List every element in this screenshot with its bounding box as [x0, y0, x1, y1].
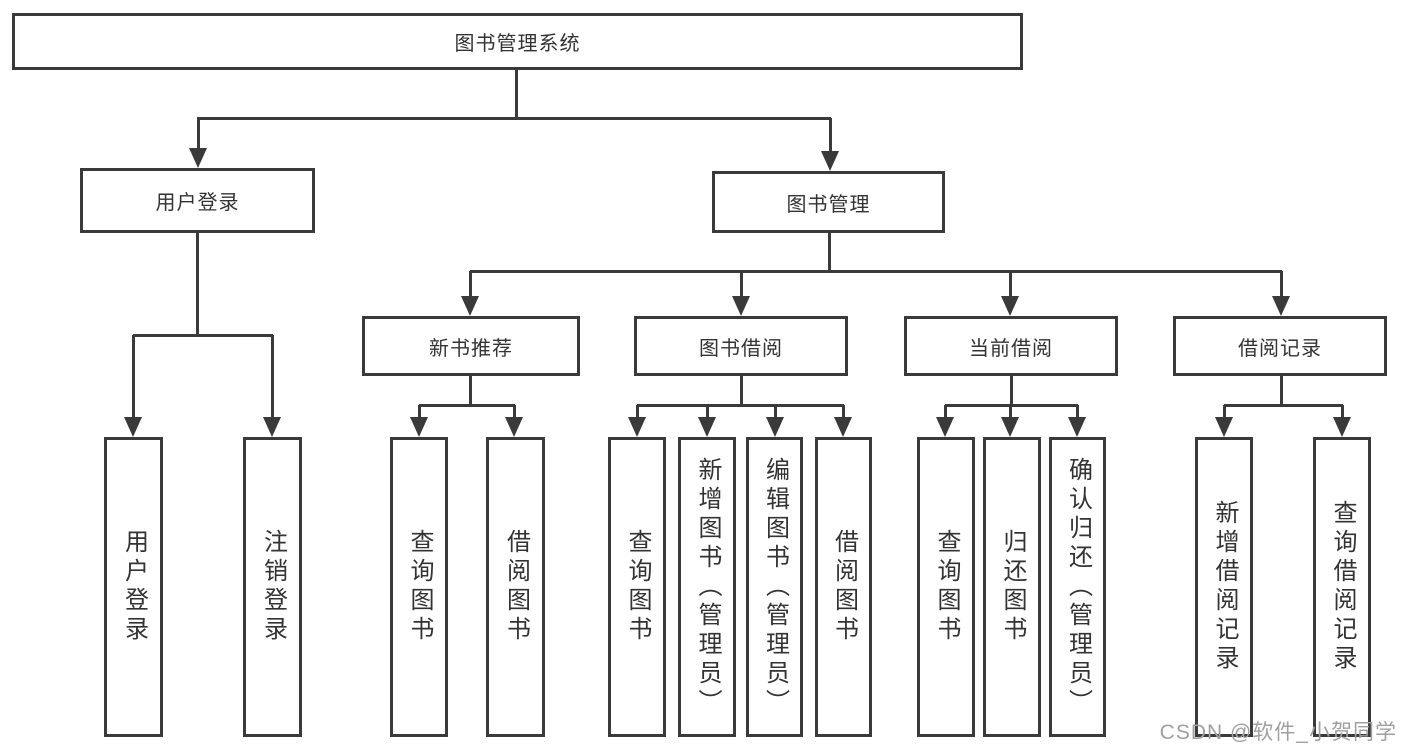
arrowhead-down-icon — [732, 296, 750, 316]
arrowhead-down-icon — [1333, 417, 1351, 437]
node-label-leaf-user-login: 用户登录 — [120, 529, 148, 645]
connector-line — [514, 70, 518, 120]
node-label-leaf-query-record: 查询借阅记录 — [1329, 500, 1356, 674]
node-leaf-borrow-book-2: 借阅图书 — [815, 437, 872, 737]
arrowhead-down-icon — [766, 417, 784, 437]
arrowhead-down-icon — [1001, 296, 1019, 316]
connector-line — [131, 335, 135, 419]
node-leaf-user-login: 用户登录 — [104, 437, 163, 737]
connector-line — [827, 233, 831, 273]
node-leaf-query-record: 查询借阅记录 — [1313, 437, 1371, 737]
node-label-root: 图书管理系统 — [454, 33, 581, 55]
arrowhead-down-icon — [1272, 296, 1290, 316]
node-label-leaf-confirm-return: 确认归还（管理员） — [1064, 456, 1092, 718]
watermark: CSDN @软件_小贺同学 — [1159, 721, 1397, 744]
node-borrow-records: 借阅记录 — [1173, 316, 1387, 376]
connector-line — [195, 233, 199, 337]
connector-line — [196, 118, 200, 150]
arrowhead-down-icon — [821, 151, 839, 171]
connector-line — [1279, 271, 1283, 298]
node-label-leaf-add-book: 新增图书（管理员） — [694, 456, 721, 718]
connector-line — [637, 403, 844, 407]
connector-line — [468, 271, 472, 298]
arrowhead-down-icon — [628, 417, 646, 437]
node-leaf-edit-book: 编辑图书（管理员） — [746, 437, 803, 737]
connector-line — [470, 269, 1282, 273]
arrowhead-down-icon — [1001, 417, 1019, 437]
node-label-leaf-query-book-1: 查询图书 — [406, 529, 433, 645]
connector-line — [1224, 403, 1343, 407]
node-current-borrow: 当前借阅 — [904, 316, 1118, 376]
connector-line — [635, 405, 639, 419]
arrowhead-down-icon — [1068, 417, 1086, 437]
node-label-leaf-return-book: 归还图书 — [999, 529, 1026, 645]
node-label-book-borrow: 图书借阅 — [699, 337, 783, 360]
node-leaf-add-book: 新增图书（管理员） — [678, 437, 736, 737]
connector-line — [739, 376, 743, 407]
connector-line — [197, 116, 831, 120]
connector-line — [270, 335, 274, 419]
node-label-new-book-rec: 新书推荐 — [429, 337, 513, 360]
node-book-mgmt: 图书管理 — [712, 171, 945, 233]
connector-line — [773, 405, 777, 419]
node-label-leaf-query-book-2: 查询图书 — [624, 529, 651, 645]
connector-line — [705, 405, 709, 419]
node-leaf-return-book: 归还图书 — [983, 437, 1041, 737]
connector-line — [828, 118, 832, 153]
connector-line — [512, 405, 516, 419]
connector-line — [1008, 271, 1012, 298]
node-label-leaf-borrow-book-1: 借阅图书 — [502, 529, 530, 645]
arrowhead-down-icon — [698, 417, 716, 437]
node-leaf-logout: 注销登录 — [243, 437, 302, 737]
arrowhead-down-icon — [189, 148, 207, 168]
arrowhead-down-icon — [1215, 417, 1233, 437]
node-book-borrow: 图书借阅 — [634, 316, 848, 376]
node-leaf-query-book-2: 查询图书 — [608, 437, 666, 737]
connector-line — [1340, 405, 1344, 419]
node-leaf-query-book-3: 查询图书 — [917, 437, 975, 737]
node-label-leaf-logout: 注销登录 — [259, 529, 287, 645]
node-label-user-login: 用户登录 — [155, 192, 240, 214]
node-label-current-borrow: 当前借阅 — [969, 337, 1053, 360]
connector-line — [739, 271, 743, 298]
node-leaf-borrow-book-1: 借阅图书 — [486, 437, 545, 737]
connector-line — [417, 405, 421, 419]
node-label-leaf-edit-book: 编辑图书（管理员） — [761, 456, 789, 718]
node-root: 图书管理系统 — [12, 13, 1023, 70]
arrowhead-down-icon — [263, 417, 281, 437]
connector-line — [468, 376, 472, 407]
connector-line — [943, 405, 947, 419]
arrowhead-down-icon — [461, 296, 479, 316]
arrowhead-down-icon — [834, 417, 852, 437]
node-leaf-confirm-return: 确认归还（管理员） — [1049, 437, 1106, 737]
connector-line — [419, 403, 515, 407]
node-new-book-rec: 新书推荐 — [362, 316, 580, 376]
connector-line — [1009, 376, 1013, 407]
arrowhead-down-icon — [936, 417, 954, 437]
node-label-leaf-borrow-book-2: 借阅图书 — [830, 529, 858, 645]
connector-line — [1008, 405, 1012, 419]
connector-line — [841, 405, 845, 419]
arrowhead-down-icon — [410, 417, 428, 437]
node-user-login: 用户登录 — [80, 168, 315, 233]
connector-line — [1279, 376, 1283, 407]
node-label-borrow-records: 借阅记录 — [1238, 337, 1322, 360]
node-leaf-query-book-1: 查询图书 — [390, 437, 448, 737]
connector-line — [1222, 405, 1226, 419]
node-label-leaf-query-book-3: 查询图书 — [933, 529, 960, 645]
arrowhead-down-icon — [124, 417, 142, 437]
arrowhead-down-icon — [505, 417, 523, 437]
node-label-book-mgmt: 图书管理 — [786, 193, 871, 216]
node-label-leaf-add-record: 新增借阅记录 — [1211, 500, 1238, 674]
node-leaf-add-record: 新增借阅记录 — [1195, 437, 1253, 737]
connector-line — [1075, 405, 1079, 419]
connector-line — [945, 403, 1078, 407]
connector-line — [133, 333, 273, 337]
